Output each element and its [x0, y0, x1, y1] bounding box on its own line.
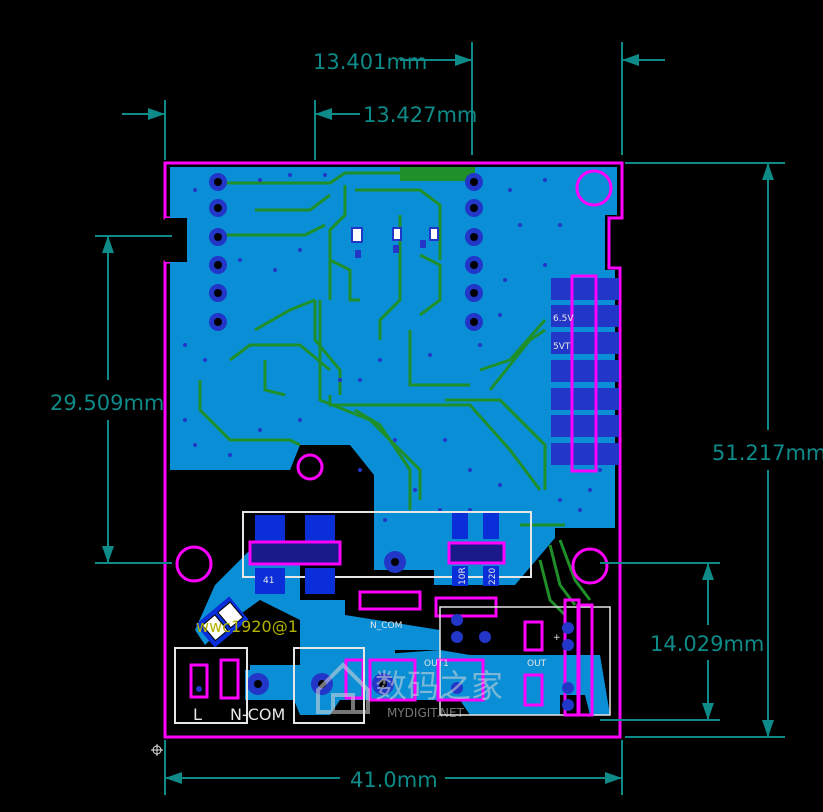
component-41 [248, 540, 342, 566]
mounting-hole-left [175, 545, 213, 583]
dim-top-1: 13.401mm [313, 50, 427, 74]
watermark-cn: 数码之家 [375, 667, 503, 705]
pad-a3 [255, 568, 285, 594]
label-41: 41 [263, 576, 274, 586]
pad-b4 [483, 566, 499, 586]
silk-out1: OUT1 [424, 659, 449, 669]
dim-right-height: 51.217mm [712, 441, 823, 465]
pad-a2 [305, 515, 335, 541]
comp-left-small [219, 658, 240, 700]
mounting-hole-right [571, 547, 609, 585]
top-center-pad [400, 167, 475, 181]
vias [183, 173, 602, 522]
comp-right-small-2 [523, 620, 544, 652]
label-220: 220 [488, 568, 498, 585]
house-logo-icon [316, 662, 370, 714]
pad-a1 [255, 515, 285, 541]
silk-box-left [174, 647, 248, 724]
watermark-en: MYDIGIT.NET [387, 706, 465, 720]
silk-n-com-vertical: N-COM [230, 705, 285, 724]
center-header [465, 173, 483, 331]
mounting-hole-top-right [575, 169, 613, 207]
via-large-core [391, 558, 399, 566]
relay-outline [242, 511, 532, 578]
silk-n-com: N_COM [370, 621, 402, 631]
dim-right-lower: 14.029mm [650, 632, 764, 656]
silk-plus: + [553, 633, 561, 643]
pad-b1 [452, 513, 468, 539]
mounting-hole-mid [296, 453, 324, 481]
label-10r: 10R [458, 567, 468, 585]
origin-marker-icon [151, 744, 163, 756]
comp-bottom-mid [436, 658, 485, 702]
comp-vert-right-2 [576, 603, 594, 717]
diagonal-capacitor [195, 596, 249, 648]
comp-mid-magenta [368, 658, 417, 702]
silk-l-tag: L [193, 705, 202, 724]
copper-pour [170, 167, 617, 585]
watermark: 数码之家 MYDIGIT.NET [316, 662, 503, 720]
silk-author: wwc1920@1 [196, 617, 298, 636]
pad-b3 [452, 566, 468, 586]
dim-top-2: 13.427mm [363, 103, 477, 127]
smd-components [351, 227, 439, 258]
component-resistors [447, 541, 506, 565]
board-notch [165, 218, 187, 262]
smd-dot [196, 686, 202, 692]
silk-box-left-inner [189, 663, 209, 699]
pad-a4 [305, 568, 335, 594]
copper-lower-right [370, 650, 610, 715]
comp-right-small [523, 673, 544, 707]
left-header [209, 173, 227, 331]
label-6v5: 6.5V [553, 314, 574, 324]
dimension-lines [95, 42, 785, 795]
label-5vt: 5VT [553, 342, 571, 352]
dim-bottom-width: 41.0mm [350, 768, 438, 792]
right-connector [551, 274, 619, 473]
silk-out: OUT [527, 659, 547, 669]
pad-b2 [483, 513, 499, 539]
dim-left-height: 29.509mm [50, 391, 164, 415]
comp-n-com-top [358, 590, 422, 611]
